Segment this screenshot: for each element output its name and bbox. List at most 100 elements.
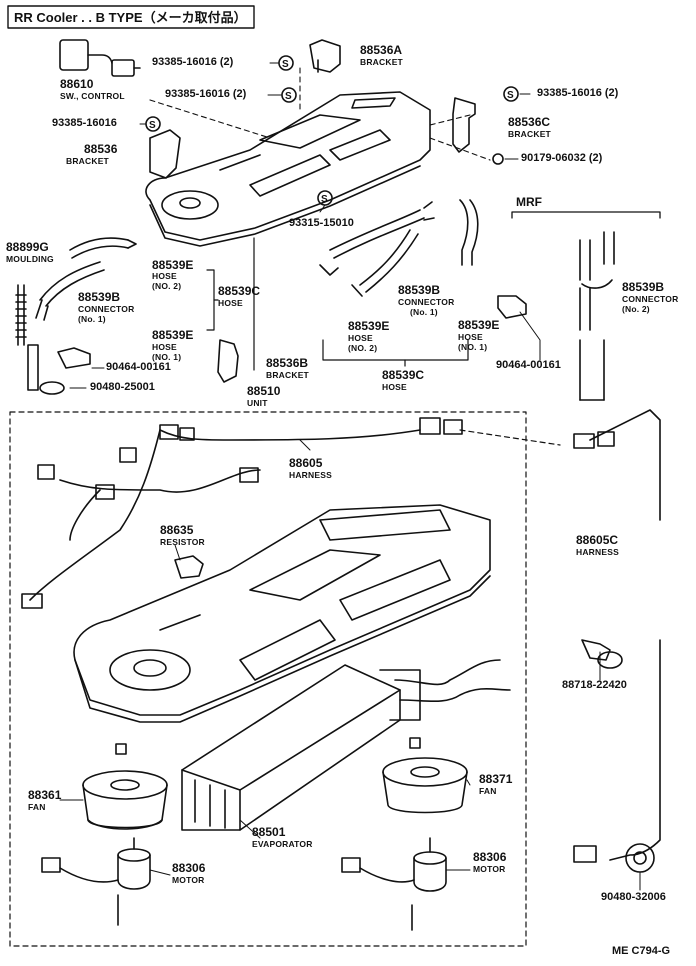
part-88501-number: 88501 [252, 825, 286, 839]
evaporator-part [181, 659, 511, 831]
part-88539e-left-1-number: 88539E [152, 258, 194, 272]
part-88605c-number: 88605C [576, 533, 619, 547]
callout-screw-3: 93385-16016 [52, 117, 117, 129]
part-88510-number: 88510 [247, 384, 281, 398]
part-88536a-desc: BRACKET [360, 57, 403, 67]
part-88539b-left-number: 88539B [78, 290, 121, 304]
part-88536a-number: 88536A [360, 43, 403, 57]
part-88306-right-desc: MOTOR [473, 864, 506, 874]
part-88510-desc: UNIT [247, 398, 268, 408]
control-switch-part [59, 39, 141, 77]
bracket-88536c-part [452, 97, 476, 153]
screw-markers: S S S S S [145, 55, 519, 206]
part-88539e-left-2-desc2: (NO. 1) [152, 352, 182, 362]
part-88605-number: 88605 [289, 456, 323, 470]
svg-text:S: S [507, 90, 514, 101]
part-88539b-mrf-desc2: (No. 2) [622, 304, 650, 314]
harness-88605c-part [573, 409, 661, 873]
title-box [7, 5, 255, 29]
part-88501-desc: EVAPORATOR [252, 839, 313, 849]
part-88539e-left-2-desc: HOSE [152, 342, 177, 352]
diagram-title: RR Cooler . . B TYPE（メーカ取付品） [14, 10, 247, 25]
motor-left-part [41, 837, 151, 926]
callout-clamp: 88718-22420 [562, 679, 627, 691]
part-88539c-mid-number: 88539C [382, 368, 425, 382]
middle-hose-assembly [319, 199, 479, 297]
part-88539b-mid-number: 88539B [398, 283, 441, 297]
callout-grommet-right: 90480-32006 [601, 891, 666, 903]
brace-lines [206, 237, 469, 371]
part-88610-desc: SW., CONTROL [60, 91, 125, 101]
part-88539e-mid-2-desc2: (NO. 1) [458, 342, 488, 352]
part-88371-desc: FAN [479, 786, 497, 796]
part-88605-desc: HARNESS [289, 470, 332, 480]
part-88306-left-desc: MOTOR [172, 875, 205, 885]
harness-88605-part [21, 417, 463, 609]
part-88536-desc: BRACKET [66, 156, 109, 166]
part-88539b-left-desc: CONNECTOR [78, 304, 135, 314]
part-88539e-mid-1-desc2: (NO. 2) [348, 343, 378, 353]
bracket-88536-part [149, 129, 181, 179]
leader-lines [59, 62, 641, 891]
svg-text:S: S [282, 59, 289, 70]
part-88536b-desc: BRACKET [266, 370, 309, 380]
callout-clip-right: 90464-00161 [496, 359, 561, 371]
part-88371-number: 88371 [479, 772, 513, 786]
fan-88361-part [82, 743, 168, 830]
svg-text:S: S [149, 120, 156, 131]
bracket-88536b-part [217, 339, 239, 383]
clip-right-part [497, 295, 527, 319]
lower-frame [9, 411, 527, 947]
part-88536-number: 88536 [84, 142, 118, 156]
mrf-pipes [579, 231, 615, 401]
bracket-88536a-part [309, 39, 341, 73]
callout-screw-2: 93385-16016 (2) [165, 88, 247, 100]
callout-grommet-left: 90480-25001 [90, 381, 155, 393]
section-label-mrf: MRF [516, 195, 542, 209]
part-88610-number: 88610 [60, 77, 94, 91]
part-88605c-desc: HARNESS [576, 547, 619, 557]
motor-right-part [341, 837, 447, 931]
resistor-part [174, 555, 204, 579]
clamp-part [581, 639, 623, 669]
mrf-bracket [511, 211, 661, 219]
part-88539e-left-1-desc: HOSE [152, 271, 177, 281]
part-88536c-number: 88536C [508, 115, 551, 129]
part-88635-desc: RESISTOR [160, 537, 205, 547]
part-88539b-left-desc2: (No. 1) [78, 314, 106, 324]
callout-screw-4: 93385-16016 (2) [537, 87, 619, 99]
fan-88371-part [382, 737, 468, 814]
part-88361-desc: FAN [28, 802, 46, 812]
lower-cooler-unit [73, 504, 491, 723]
leader-lines-top [149, 67, 491, 161]
part-88306-right-number: 88306 [473, 850, 507, 864]
part-88536b-number: 88536B [266, 356, 309, 370]
part-88306-left-number: 88306 [172, 861, 206, 875]
part-88539e-mid-2-number: 88539E [458, 318, 500, 332]
callout-screw-1: 93385-16016 (2) [152, 56, 234, 68]
part-88539e-left-2-number: 88539E [152, 328, 194, 342]
part-88361-number: 88361 [28, 788, 62, 802]
part-88539b-mid-desc: CONNECTOR [398, 297, 455, 307]
harness-leader [459, 429, 561, 446]
callout-screw-5: 93315-15010 [289, 217, 354, 229]
callout-clip-left: 90464-00161 [106, 361, 171, 373]
part-88539b-mrf-desc: CONNECTOR [622, 294, 679, 304]
svg-text:S: S [285, 91, 292, 102]
upper-cooler-unit [145, 91, 431, 247]
part-88635-number: 88635 [160, 523, 194, 537]
part-88539e-mid-1-desc: HOSE [348, 333, 373, 343]
part-88539e-left-1-desc2: (NO. 2) [152, 281, 182, 291]
part-88899g-number: 88899G [6, 240, 49, 254]
part-88539b-mrf-number: 88539B [622, 280, 665, 294]
svg-text:S: S [321, 194, 328, 205]
footer-code: ME C794-G [612, 945, 671, 957]
part-88539b-mid-desc2: (No. 1) [410, 307, 438, 317]
moulding-part [15, 284, 27, 346]
part-88539e-mid-1-number: 88539E [348, 319, 390, 333]
part-88539c-mid-desc: HOSE [382, 382, 407, 392]
part-88539c-left-number: 88539C [218, 284, 261, 298]
part-88899g-desc: MOULDING [6, 254, 54, 264]
